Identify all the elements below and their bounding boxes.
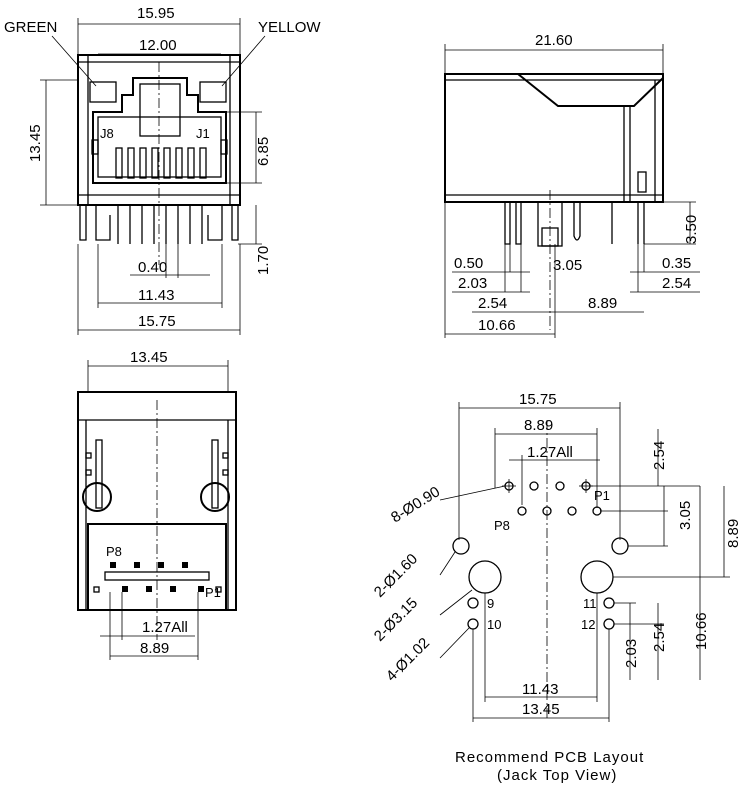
pcb-layout: 15.75 8.89 1.27All 2.54 3.05 8.89 8-Ø0.9… xyxy=(371,391,740,784)
dim-side-305: 3.05 xyxy=(553,257,582,274)
hole-label-9: 9 xyxy=(487,596,494,611)
p8-label-pcb: P8 xyxy=(494,518,510,533)
bottom-pin-pads xyxy=(93,562,222,593)
dim-side-1066: 10.66 xyxy=(478,317,516,334)
contact-slots xyxy=(115,147,207,179)
green-led xyxy=(89,81,117,103)
dim-pcb-pitch: 1.27All xyxy=(527,444,573,461)
dim-pin-width: 0.40 xyxy=(138,259,167,276)
dim-pin-span: 11.43 xyxy=(138,287,174,304)
dim-pcb-outer: 15.75 xyxy=(519,391,557,408)
hole-label-11: 11 xyxy=(583,596,597,611)
dim-side-889: 8.89 xyxy=(588,295,617,312)
bottom-view: 13.45 P8 P1 1.27All 8.89 xyxy=(77,349,237,660)
dim-pcb-203: 2.03 xyxy=(623,639,640,668)
side-pins xyxy=(504,201,645,247)
dim-pcb-889-top: 8.89 xyxy=(524,417,553,434)
p1-label-pcb: P1 xyxy=(594,488,610,503)
dim-pin-length: 1.70 xyxy=(255,246,272,275)
pcb-caption-subtitle: (Jack Top View) xyxy=(497,767,617,784)
bottom-right-post xyxy=(200,482,230,512)
dim-front-top-width: 15.95 xyxy=(137,5,175,22)
hole-spec-160: 2-Ø1.60 xyxy=(371,550,421,600)
mount-hole-left xyxy=(452,537,470,555)
dim-front-height: 13.45 xyxy=(27,124,44,162)
dim-pcb-1143: 11.43 xyxy=(522,681,558,698)
side-view: 21.60 3.50 0.50 2.03 3.05 0.35 2.54 2.54… xyxy=(444,32,700,338)
signal-holes xyxy=(502,479,602,516)
dim-side-050: 0.50 xyxy=(454,255,483,272)
dim-pcb-254-lower: 2.54 xyxy=(651,623,668,652)
dim-side-254-right: 2.54 xyxy=(662,275,691,292)
p8-label-bottom: P8 xyxy=(106,544,122,559)
contact-block xyxy=(87,523,227,611)
pcb-caption-title: Recommend PCB Layout xyxy=(455,749,644,766)
hole-spec-102: 4-Ø1.02 xyxy=(383,634,433,684)
yellow-led xyxy=(199,81,227,103)
hole-spec-315: 2-Ø3.15 xyxy=(371,594,421,644)
dim-pcb-305: 3.05 xyxy=(677,501,694,530)
green-label: GREEN xyxy=(4,19,57,36)
dim-side-203: 2.03 xyxy=(458,275,487,292)
yellow-label: YELLOW xyxy=(258,19,321,36)
dim-pcb-254: 2.54 xyxy=(651,441,668,470)
latch-profile xyxy=(517,73,664,107)
j8-label: J8 xyxy=(100,126,114,141)
dim-side-length: 21.60 xyxy=(535,32,573,49)
hole-label-12: 12 xyxy=(581,617,595,632)
dim-pcb-1345: 13.45 xyxy=(522,701,560,718)
dim-side-254-left: 2.54 xyxy=(478,295,507,312)
front-body-outline xyxy=(77,54,241,206)
dim-base-width: 15.75 xyxy=(138,313,176,330)
dim-bottom-pitch: 1.27All xyxy=(142,619,188,636)
dim-side-pin-height: 3.50 xyxy=(683,215,700,244)
hole-label-10: 10 xyxy=(487,617,501,632)
hole-spec-090: 8-Ø0.90 xyxy=(388,483,443,526)
front-view: GREEN YELLOW 15.95 12.00 13.45 J8 J1 6.8… xyxy=(4,5,321,335)
dim-pcb-1066: 10.66 xyxy=(693,612,710,650)
mount-hole-right xyxy=(611,537,629,555)
dim-window-height: 6.85 xyxy=(255,137,272,166)
post-hole-right xyxy=(580,560,614,594)
bottom-left-post xyxy=(82,482,112,512)
front-pins xyxy=(79,205,239,244)
post-hole-left xyxy=(468,560,502,594)
dim-pcb-889-right: 8.89 xyxy=(725,519,740,548)
dim-front-inner-width: 12.00 xyxy=(139,37,177,54)
dim-side-035: 0.35 xyxy=(662,255,691,272)
p1-label-bottom: P1 xyxy=(205,585,221,600)
dim-bottom-width: 13.45 xyxy=(130,349,168,366)
dim-bottom-span: 8.89 xyxy=(140,640,169,657)
j1-label: J1 xyxy=(196,126,210,141)
